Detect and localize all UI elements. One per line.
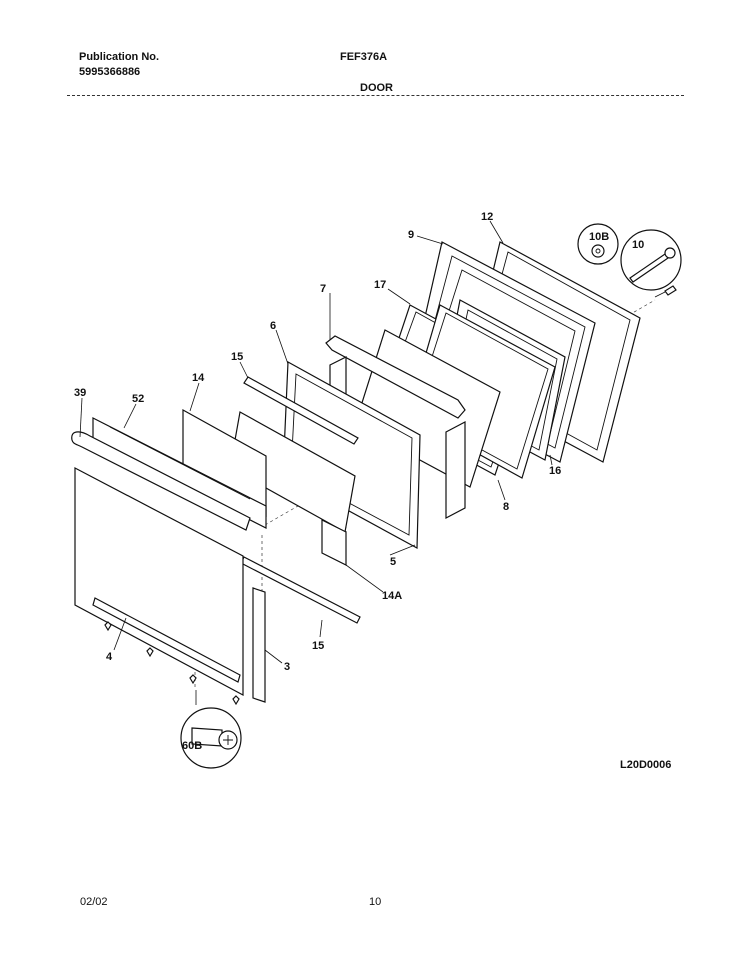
glass-channel-upper-part	[243, 376, 359, 445]
callout-14a: 14A	[382, 590, 402, 602]
page-number: 10	[369, 896, 382, 908]
door-handle-part	[71, 431, 251, 531]
handle-trim-part	[92, 417, 267, 529]
callout-10b: 10B	[589, 231, 609, 243]
callout-14: 14	[192, 372, 205, 384]
leader-lines	[79, 220, 553, 705]
footer-date: 02/02	[80, 896, 108, 908]
door-top-trim-part	[325, 335, 466, 519]
callout-16: 16	[549, 465, 561, 477]
callout-15-lower: 15	[312, 640, 324, 652]
drawing-code: L20D0006	[620, 759, 672, 771]
callout-17: 17	[374, 279, 386, 291]
callout-5: 5	[390, 556, 396, 568]
outer-door-panel-part	[74, 467, 244, 697]
callout-39: 39	[74, 387, 86, 399]
callout-8: 8	[503, 501, 509, 513]
callout-9: 9	[408, 229, 414, 241]
hinge-screw-detail	[577, 223, 682, 298]
section-title: DOOR	[360, 82, 393, 94]
callout-15-upper: 15	[231, 351, 243, 363]
trim-screws	[104, 621, 240, 706]
door-bottom-trim-part	[92, 587, 266, 703]
publication-label: Publication No.	[79, 51, 160, 63]
insulation-panel-part	[182, 408, 347, 566]
screw-60b-detail	[180, 707, 242, 769]
publication-number: 5995366886	[79, 66, 141, 78]
callout-4: 4	[106, 651, 113, 663]
callout-60b: 60B	[182, 740, 202, 752]
callout-6: 6	[270, 320, 276, 332]
callout-labels: 9 12 10B 10 7 17 6 15 14 39 52 16 8 5 14…	[74, 211, 644, 752]
model-number: FEF376A	[340, 51, 388, 63]
callout-12: 12	[481, 211, 493, 223]
explosion-axis-lines	[194, 299, 656, 700]
callout-52: 52	[132, 393, 144, 405]
header-divider	[67, 95, 684, 96]
callout-10: 10	[632, 239, 644, 251]
callout-7: 7	[320, 283, 326, 295]
callout-3: 3	[284, 661, 290, 673]
